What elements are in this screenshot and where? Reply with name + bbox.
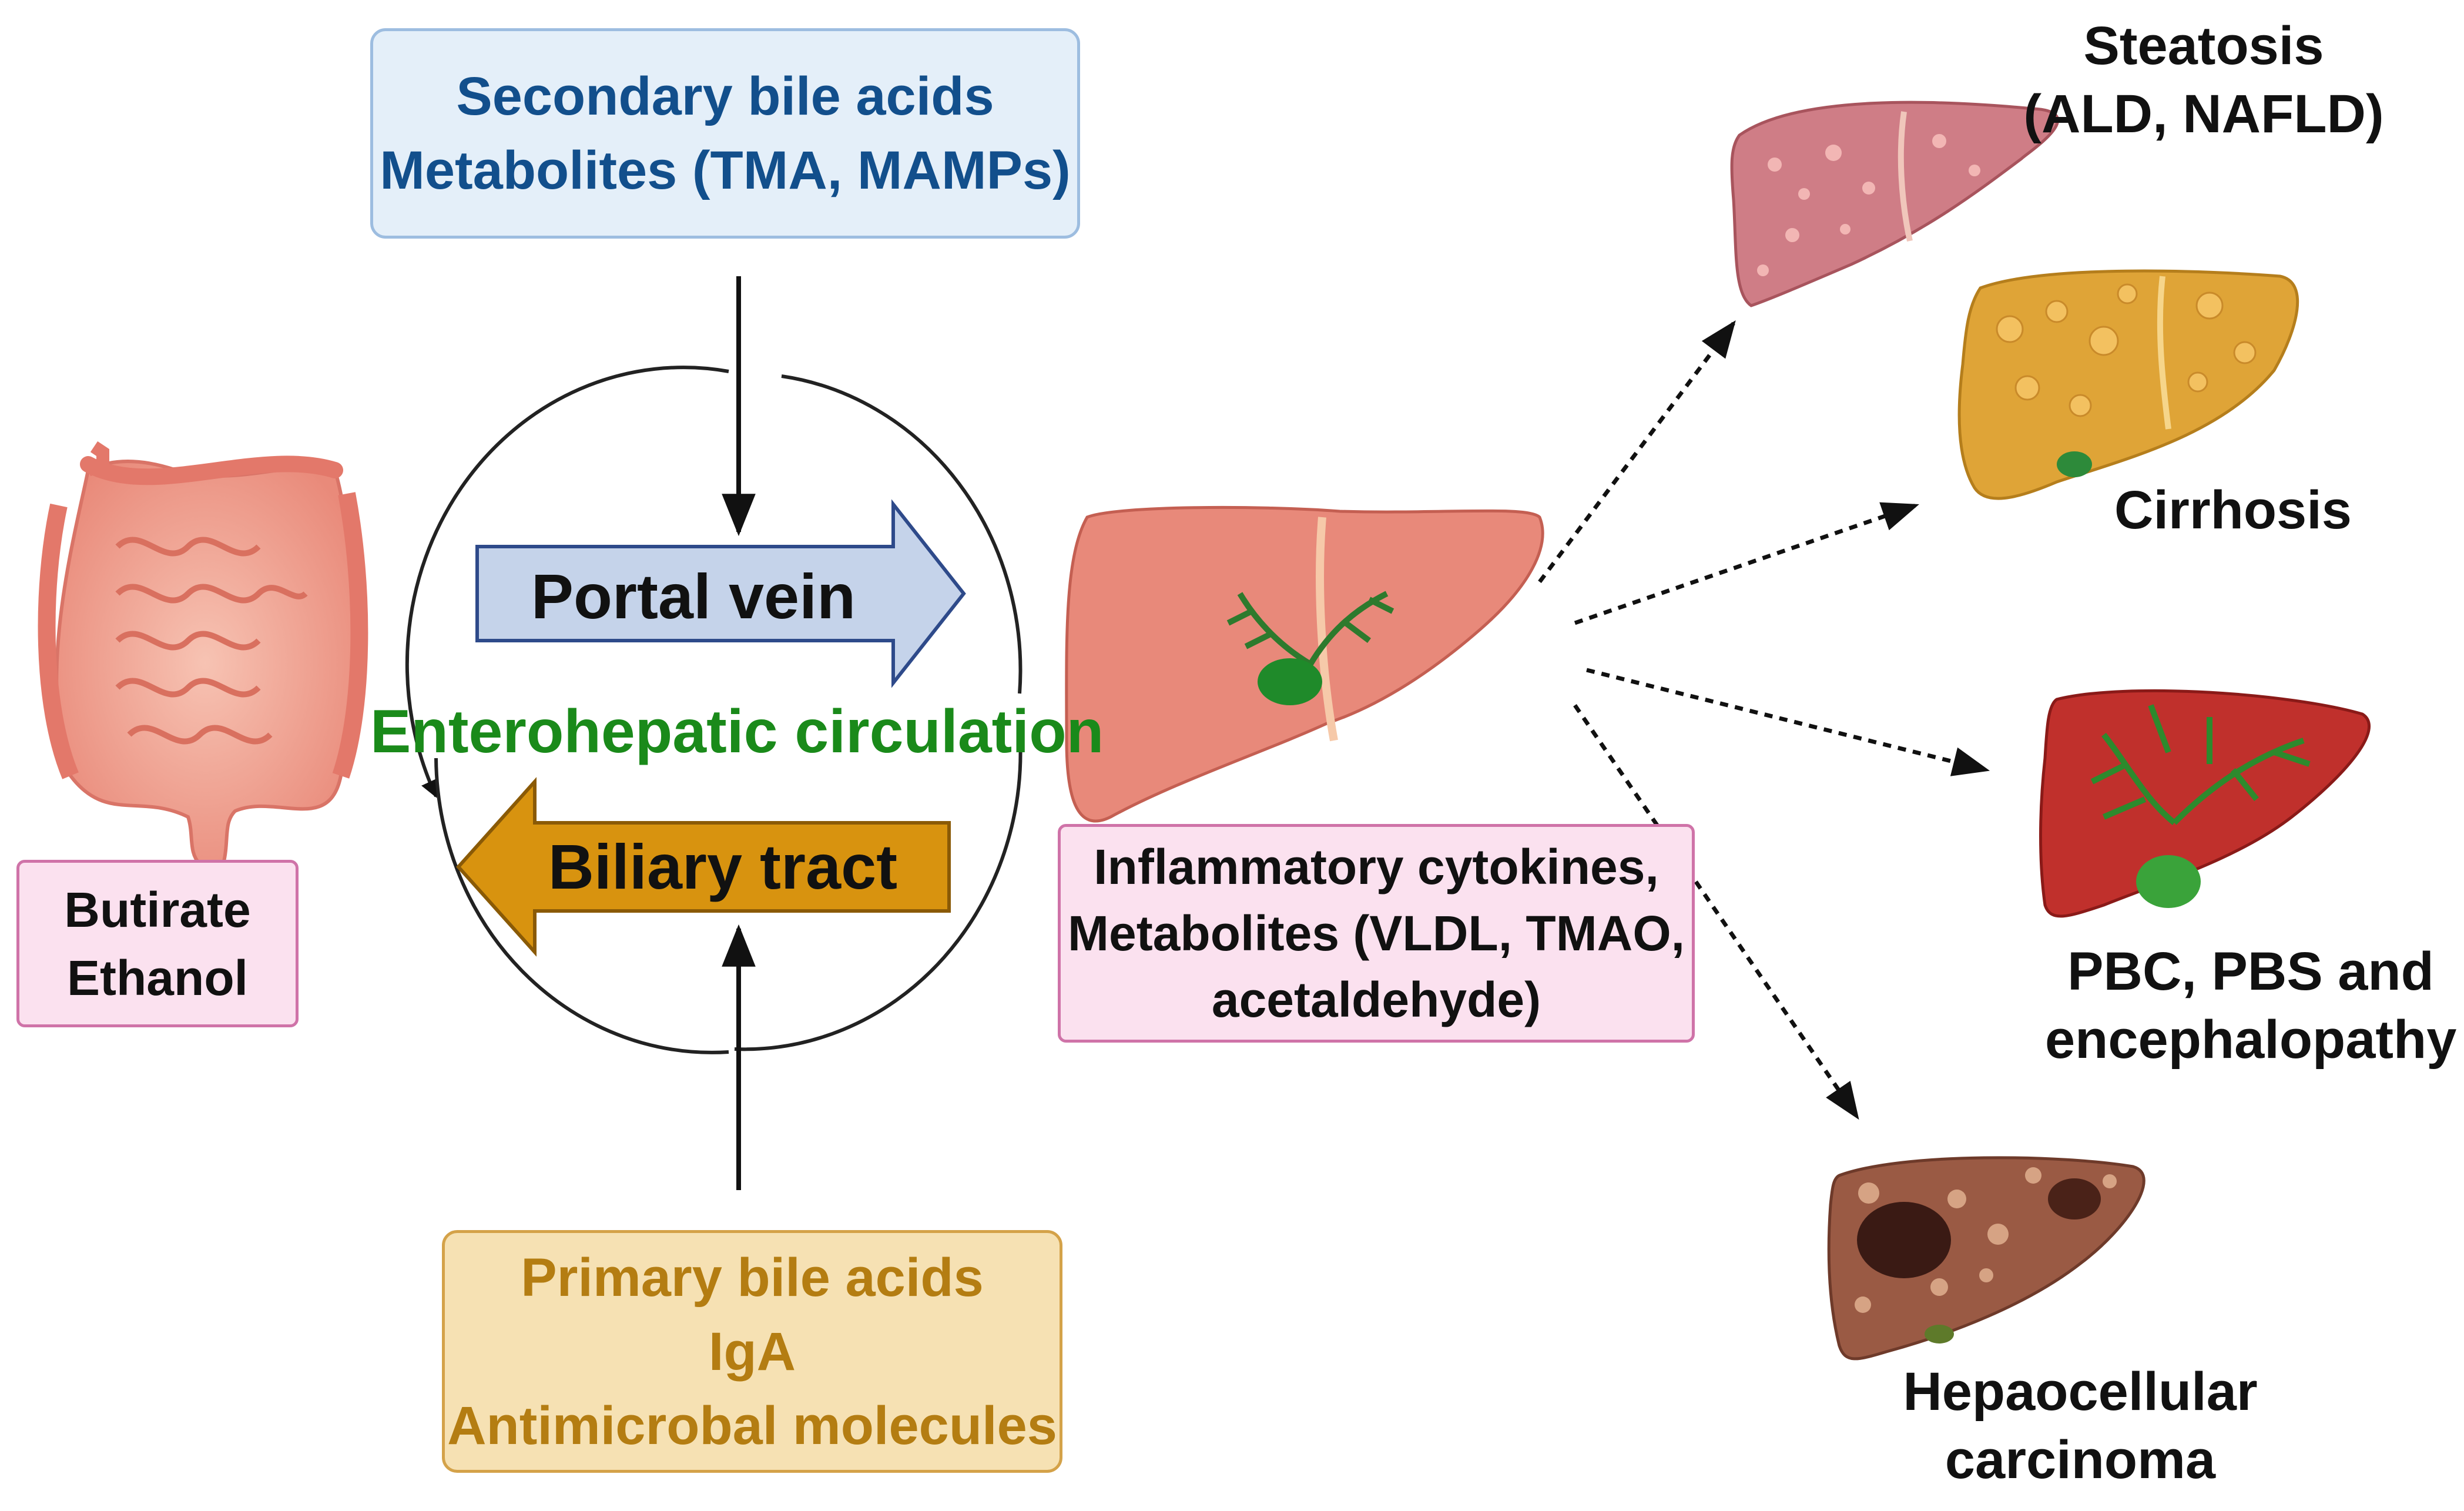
steatosis-label-line-1: Steatosis xyxy=(2083,16,2324,76)
intestine-icon xyxy=(38,441,368,866)
bottom-box-line-2: IgA xyxy=(708,1321,796,1382)
outcome-arrows xyxy=(1538,320,1990,1120)
top-box-line-1: Secondary bile acids xyxy=(456,66,994,126)
hcc-label-line-2: carcinoma xyxy=(1945,1430,2216,1490)
hcc-label-line-1: Hepaocellular xyxy=(1903,1362,2258,1422)
bottom-box-line-3: Antimicrobal molecules xyxy=(447,1395,1057,1456)
portal-vein-label: Portal vein xyxy=(531,561,856,632)
enterohepatic-circulation-label: Enterohepatic circulation xyxy=(370,698,1104,766)
gut-metabolites-box: Butirate Ethanol xyxy=(16,860,299,1027)
liver-with-biliary-tree-icon xyxy=(1065,505,1544,823)
liver-box-line-1: Inflammatory cytokines, xyxy=(1094,839,1659,894)
gut-box-line-2: Ethanol xyxy=(67,950,248,1006)
pbc-label-line-1: PBC, PBS and xyxy=(2067,942,2434,1001)
portal-vein-arrow xyxy=(475,499,966,688)
pbc-label-line-2: encephalopathy xyxy=(2045,1010,2457,1070)
cirrhotic-liver-icon xyxy=(1957,269,2299,500)
pbc-label: PBC, PBS and encephalopathy xyxy=(2045,937,2456,1074)
top-box-line-2: Metabolites (TMA, MAMPs) xyxy=(380,140,1071,200)
liver-box-line-2: Metabolites (VLDL, TMAO, xyxy=(1068,905,1685,961)
cirrhosis-label: Cirrhosis xyxy=(2080,476,2386,544)
primary-bile-acids-box: Primary bile acids IgA Antimicrobal mole… xyxy=(442,1230,1062,1473)
secondary-bile-acids-box: Secondary bile acids Metabolites (TMA, M… xyxy=(370,28,1080,239)
hcc-liver-icon xyxy=(1827,1156,2145,1361)
steatosis-label-line-2: (ALD, NAFLD) xyxy=(2023,84,2384,144)
biliary-tract-label: Biliary tract xyxy=(548,831,898,902)
biliary-tract-arrow xyxy=(455,777,951,957)
liver-metabolites-box: Inflammatory cytokines, Metabolites (VLD… xyxy=(1058,824,1695,1043)
steatosis-label: Steatosis (ALD, NAFLD) xyxy=(2022,12,2386,148)
hcc-label: Hepaocellular carcinoma xyxy=(1880,1358,2280,1494)
steatotic-liver-icon xyxy=(1730,100,2060,307)
bottom-box-line-1: Primary bile acids xyxy=(521,1247,984,1308)
circulation-circle xyxy=(405,366,1023,1054)
cirrhosis-label-line-1: Cirrhosis xyxy=(2114,480,2352,540)
gut-box-line-1: Butirate xyxy=(64,882,251,937)
pbc-liver-icon xyxy=(2039,689,2371,918)
liver-box-line-3: acetaldehyde) xyxy=(1211,971,1541,1027)
